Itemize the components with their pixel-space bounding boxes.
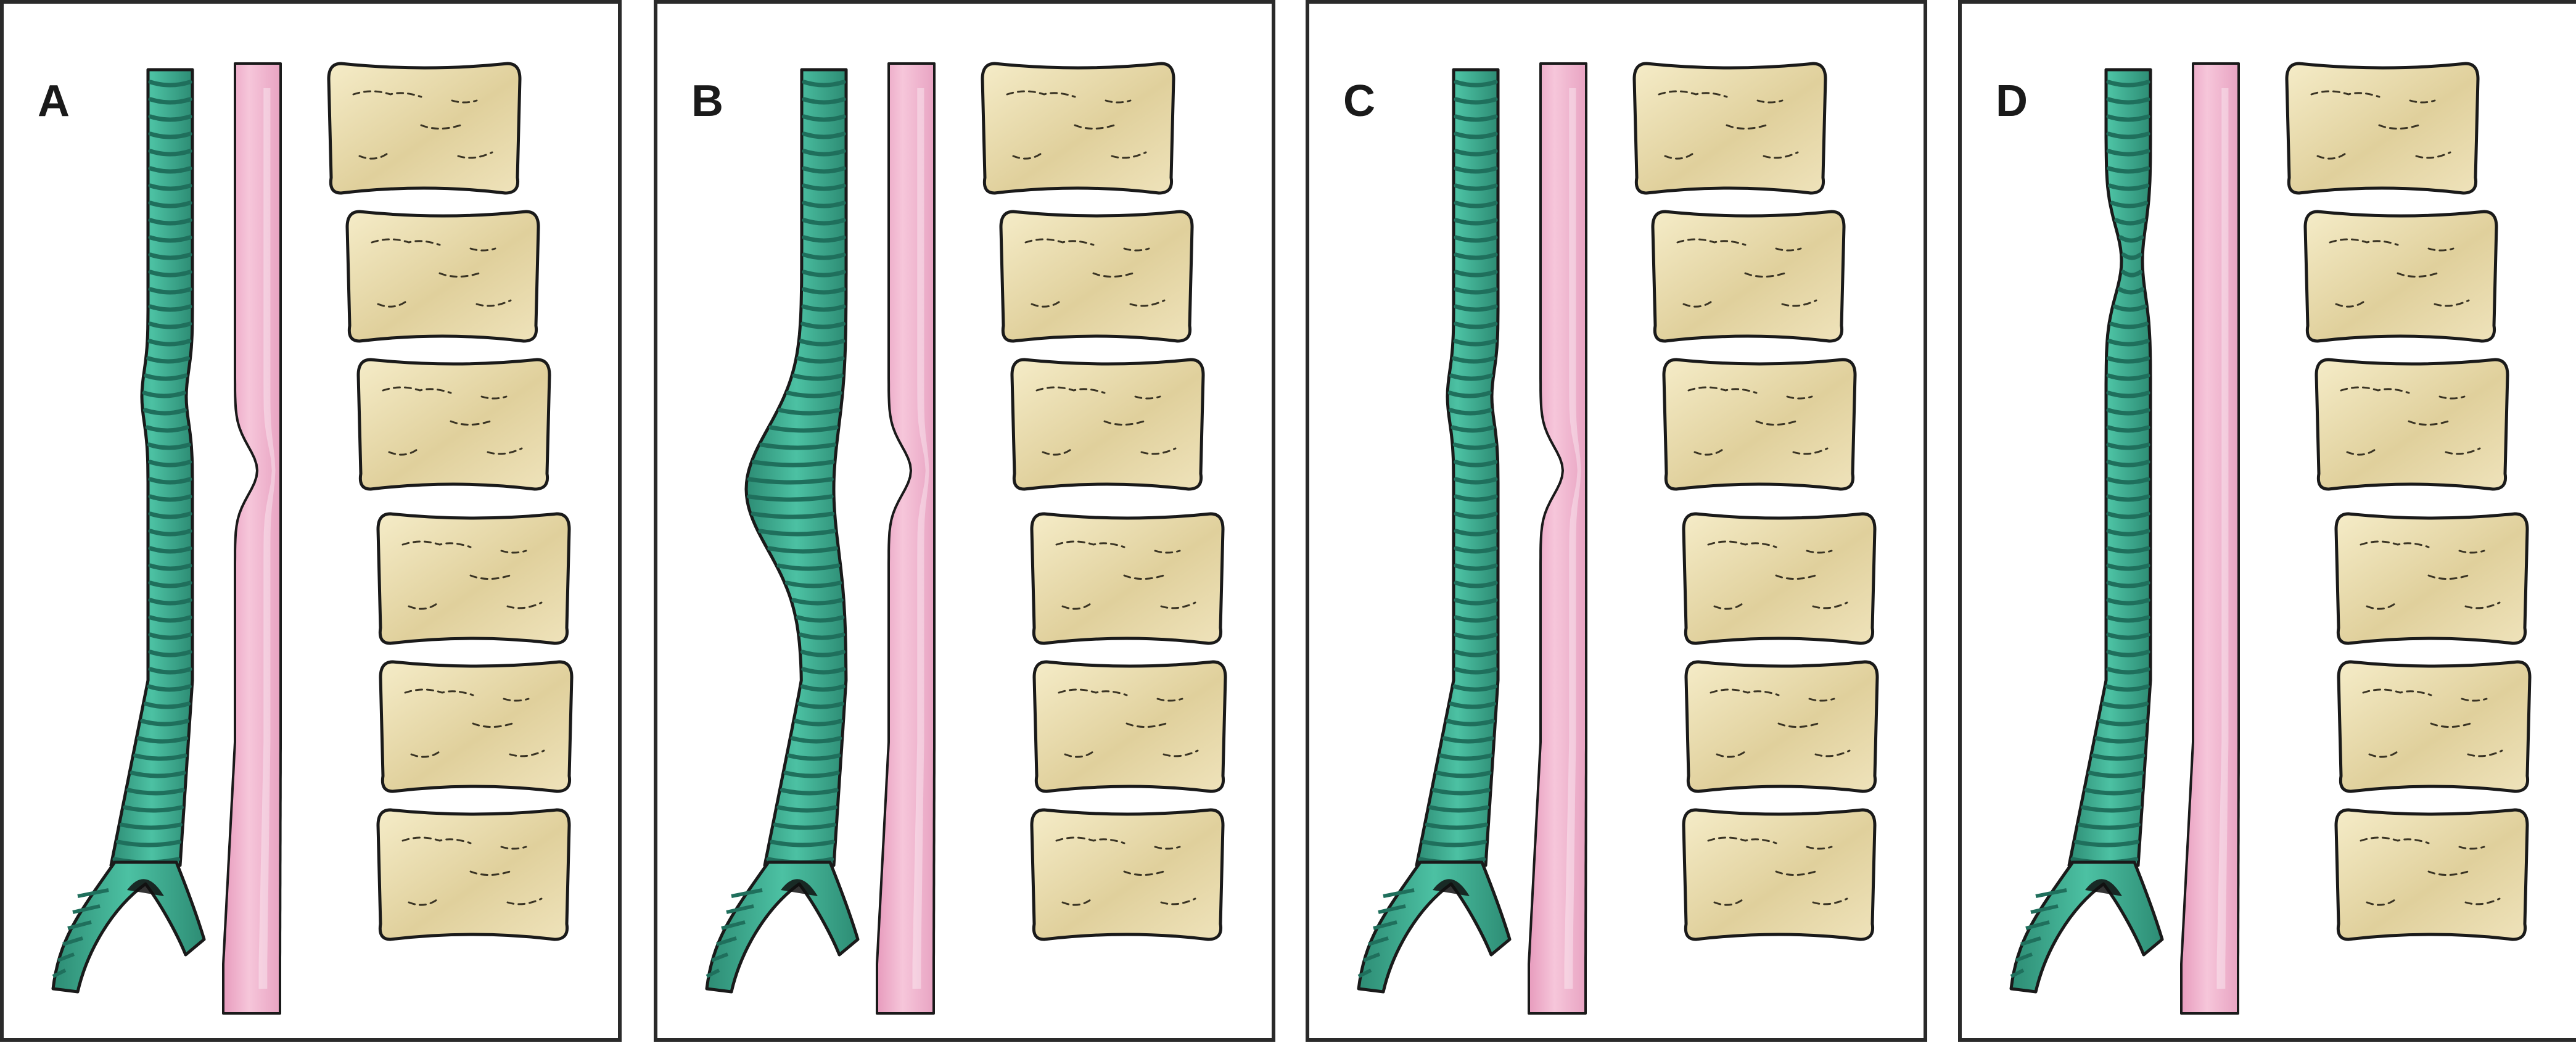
vertebra [1651, 210, 1846, 343]
vertebra [2285, 62, 2480, 195]
trachea [705, 68, 860, 994]
vertebral-column [981, 62, 1227, 941]
vertebra [356, 358, 551, 491]
vertebra [1032, 660, 1227, 793]
vertebra [1662, 358, 1857, 491]
esophagus [222, 62, 282, 1015]
vertebral-column [1632, 62, 1879, 941]
bronchi [51, 860, 206, 994]
vertebra [1632, 62, 1827, 195]
vertebra [1030, 512, 1225, 645]
panel-label: D [1996, 76, 2028, 126]
trachea [51, 68, 206, 994]
vertebral-column [327, 62, 574, 941]
vertebra [2334, 808, 2529, 941]
vertebra [2334, 512, 2529, 645]
esophagus [1528, 62, 1587, 1015]
vertebra [1010, 358, 1205, 491]
panel-label: A [38, 76, 70, 126]
vertebra [1682, 512, 1877, 645]
trachea [2009, 68, 2164, 994]
vertebra [376, 512, 571, 645]
vertebra [2303, 210, 2498, 343]
vertebra [981, 62, 1175, 195]
bronchi [705, 860, 860, 994]
vertebra [1684, 660, 1879, 793]
vertebra [999, 210, 1194, 343]
panel-b: B [654, 0, 1275, 1042]
vertebra [1030, 808, 1225, 941]
panel-c: C [1306, 0, 1927, 1042]
vertebra [345, 210, 540, 343]
esophagus [876, 62, 936, 1015]
vertebra [1682, 808, 1877, 941]
panel-a: A [0, 0, 622, 1042]
bronchi [1357, 860, 1512, 994]
esophagus [2180, 62, 2240, 1015]
panel-d: D [1958, 0, 2576, 1042]
trachea [1357, 68, 1512, 994]
bronchi [2009, 860, 2164, 994]
vertebra [2315, 358, 2509, 491]
panel-label: B [691, 76, 723, 126]
vertebra [327, 62, 522, 195]
vertebra [2337, 660, 2532, 793]
vertebral-column [2285, 62, 2532, 941]
vertebra [379, 660, 574, 793]
panel-label: C [1343, 76, 1375, 126]
vertebra [376, 808, 571, 941]
